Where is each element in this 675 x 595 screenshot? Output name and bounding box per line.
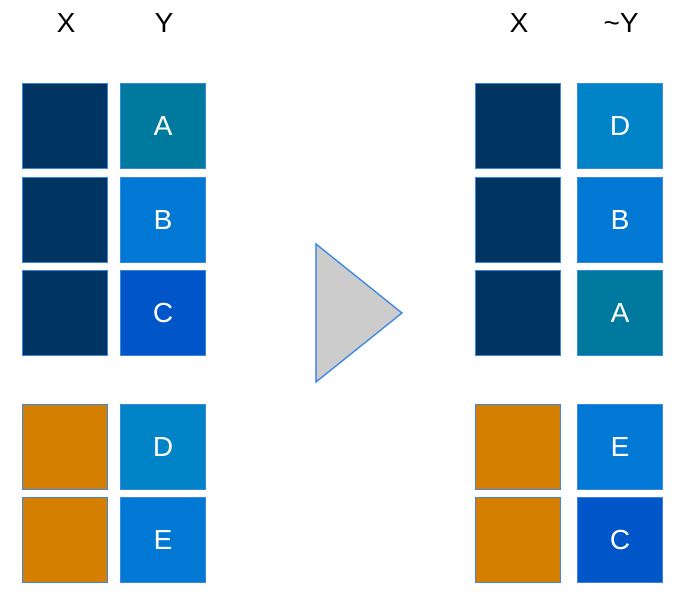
left-x-cell-2 [22, 177, 108, 263]
left-x-cell-3 [22, 270, 108, 356]
left-y-cell-1: A [120, 83, 206, 169]
right-x-header: X [509, 7, 529, 38]
right-x-cell-1 [475, 83, 561, 169]
right-y-cell-1: D [577, 83, 663, 169]
right-y-header: ~Y [603, 7, 639, 38]
right-y-cell-3: A [577, 270, 663, 356]
left-x-header: X [56, 7, 76, 38]
left-x-cell-5 [22, 497, 108, 583]
left-x-cell-4 [22, 404, 108, 490]
right-x-cell-3 [475, 270, 561, 356]
left-y-header: Y [154, 7, 174, 38]
arrow-triangle [315, 242, 404, 384]
left-y-cell-5: E [120, 497, 206, 583]
left-y-cell-4: D [120, 404, 206, 490]
right-x-cell-2 [475, 177, 561, 263]
right-arrow-icon [315, 242, 404, 384]
right-y-cell-2: B [577, 177, 663, 263]
left-y-cell-2: B [120, 177, 206, 263]
right-x-cell-4 [475, 404, 561, 490]
right-y-cell-4: E [577, 404, 663, 490]
left-x-cell-1 [22, 83, 108, 169]
left-y-cell-3: C [120, 270, 206, 356]
right-y-cell-5: C [577, 497, 663, 583]
right-x-cell-5 [475, 497, 561, 583]
